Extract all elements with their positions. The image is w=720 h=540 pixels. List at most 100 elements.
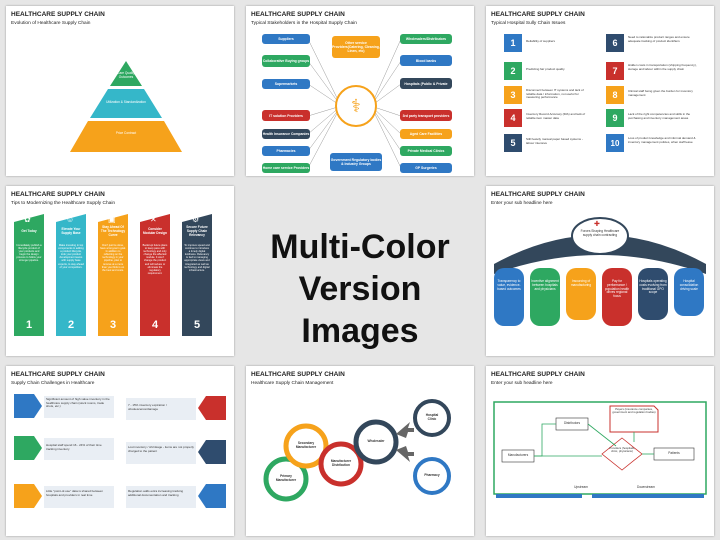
slide-management[interactable]: HEALTHCARE SUPPLY CHAIN Healthcare Suppl…: [246, 366, 474, 536]
stakeholder-connectors: ⚕: [307, 38, 402, 169]
force-finger-1: Transparency to value, evidence-based ou…: [497, 279, 521, 291]
stakeholder-top: Other service Providers(Catering, Cleani…: [332, 36, 380, 58]
slide-title: HEALTHCARE SUPPLY CHAIN: [11, 371, 105, 378]
challenges-arrows: [14, 394, 226, 508]
end-hospital-clinic: Hospital Clinic: [425, 413, 439, 421]
slide-challenges[interactable]: HEALTHCARE SUPPLY CHAIN Supply Chain Cha…: [6, 366, 234, 536]
tips-ribbons: [14, 214, 212, 336]
flow-providers: Providers (hospitals, clinic, physicians…: [609, 446, 635, 454]
forces-hub-text: Forces Shaping Healthcare supply chain c…: [580, 229, 620, 237]
sprout-icon: ✿: [24, 215, 31, 224]
challenge-item-1: Significant amount of high value invento…: [46, 397, 110, 409]
issue-text: Lack of the right competencies and skill…: [628, 112, 691, 120]
tip-heading: Elevate Your Supply Base: [61, 227, 81, 235]
flow-graphic: [493, 401, 707, 498]
tip-number: 1: [25, 319, 33, 331]
challenge-item-2: 7 - 15% inventory expiration / obsolesce…: [128, 403, 167, 411]
flow-upstream: Upstream: [574, 485, 588, 489]
stakeholder-left-1: Suppliers: [262, 34, 310, 44]
ring-secondary-manufacturer: Secondary Manufacturer: [295, 441, 317, 449]
stakeholder-left-4: IT solution Providers: [262, 110, 310, 121]
stakeholder-bottom: Government Regulatory bodies & Industry …: [330, 153, 382, 171]
slide-title: HEALTHCARE SUPPLY CHAIN: [491, 11, 585, 18]
slide-subtitle: Typical Hospital Sully Chain Issues: [491, 21, 566, 26]
slide-subtitle: Evolution of Healthcare Supply Chain: [11, 21, 91, 26]
issue-number: 7: [606, 62, 624, 80]
issue-number: 2: [504, 62, 522, 80]
slide-title: HEALTHCARE SUPPLY CHAIN: [11, 11, 105, 18]
end-pharmacy: Pharmacy: [424, 473, 440, 477]
pyramid-tier-2: Utilization & Standardization: [106, 100, 146, 104]
slide-subtitle: Supply Chain Challenges in Healthcare: [11, 381, 95, 386]
gears-icon: ⚙: [192, 215, 200, 224]
tip-number: 3: [109, 319, 117, 331]
pyramid-tier-1: Care Quality Outcomes: [117, 71, 135, 79]
tip-body: To improve speed and continue to introdu…: [184, 244, 210, 272]
challenge-item-6: Regulation adds extra increasing trackin…: [128, 489, 184, 497]
issue-number: 10: [606, 134, 624, 152]
force-finger-3: Insourcing of manufacturing: [570, 279, 592, 287]
slide-title: HEALTHCARE SUPPLY CHAIN: [491, 371, 585, 378]
slide-forces[interactable]: HEALTHCARE SUPPLY CHAIN Enter your sub h…: [486, 186, 714, 356]
challenge-item-4: Lost inventory / shrinkage - items are n…: [128, 445, 194, 453]
ring-primary-manufacturer: Primary Manufacturer: [275, 474, 297, 482]
slide-subtitle: Healthcare Supply Chain Management: [251, 381, 334, 386]
force-finger-6: Hospital consolidation driving scale: [679, 279, 699, 291]
slide-flow[interactable]: HEALTHCARE SUPPLY CHAIN Enter your sub h…: [486, 366, 714, 536]
slide-title: HEALTHCARE SUPPLY CHAIN: [251, 11, 345, 18]
stakeholder-left-3: Supermarkets: [262, 79, 310, 89]
stakeholder-right-2: Blood banks: [400, 55, 452, 66]
pyramid-tier-3: Price Contract: [115, 131, 137, 135]
slide-tips[interactable]: HEALTHCARE SUPPLY CHAIN Tips to Moderniz…: [6, 186, 234, 356]
stakeholder-left-6: Pharmacies: [262, 146, 310, 156]
medical-kit-icon: ✚: [594, 221, 600, 228]
flow-distributors: Distributors: [563, 421, 581, 425]
tip-heading: Secure Future Supply Chain Relevancy: [186, 225, 208, 237]
slide-subtitle: Typical Stakeholders in the Hospital Sup…: [251, 21, 357, 26]
tip-body: Don't just be done, have a long-term goa…: [100, 244, 126, 272]
stakeholder-right-7: GP Surgeries: [400, 163, 452, 173]
slide-stakeholders[interactable]: HEALTHCARE SUPPLY CHAIN Typical Stakehol…: [246, 6, 474, 176]
center-title-line-1: Multi-Color: [270, 228, 450, 266]
tip-number: 2: [67, 319, 75, 331]
people-icon: ☺: [66, 215, 75, 224]
stakeholder-left-2: Collaborative Buying groups: [262, 55, 310, 67]
tip-heading: Stay Ahead Of The Technology Curve: [100, 225, 126, 237]
issue-text: Loss of product knowledge and informal d…: [628, 136, 696, 144]
tip-body: Make investing in top components in addi…: [58, 244, 84, 269]
pyramid-graphic: [70, 61, 182, 152]
flow-manufacturers: Manufacturers: [507, 453, 529, 457]
tip-heading: Consider Modular Design: [143, 227, 167, 235]
ring-manufacturer-distribution: Manufacturer Distribution: [330, 459, 352, 467]
issue-text: Clinical staff being given the burden fo…: [628, 89, 693, 97]
issue-text: Still heavily manual paper based systems…: [526, 137, 583, 145]
ring-wholesaler: Wholesaler: [367, 439, 385, 443]
stakeholder-left-5: Health Insurance Companies: [262, 129, 310, 139]
force-finger-5: Hospitals operating costs evolving from …: [639, 279, 667, 295]
tip-heading: Get Today: [21, 229, 37, 233]
issue-text: Need to rationalize product ranges and e…: [628, 35, 690, 43]
slide-evolution[interactable]: HEALTHCARE SUPPLY CHAIN Evolution of Hea…: [6, 6, 234, 176]
flow-payers: Payers (insurance companies, government …: [612, 407, 656, 415]
force-finger-4: Pay for performance / population health …: [604, 279, 630, 299]
force-finger-2: Incentive alignment between hospitals an…: [531, 279, 559, 291]
forces-graphic: [494, 217, 706, 326]
flow-downstream: Downstream: [637, 485, 655, 489]
slide-subtitle: Enter your sub headline here: [491, 201, 553, 206]
tip-number: 4: [151, 319, 159, 331]
issue-text: Hidden costs in transportation (shipping…: [628, 63, 697, 71]
tip-body: Immediately publish a lifecycle product …: [16, 244, 42, 263]
slide-title: HEALTHCARE SUPPLY CHAIN: [251, 371, 345, 378]
chip-icon: ▣: [108, 215, 116, 224]
issue-text: Predicting fair product quality: [526, 67, 565, 71]
issue-text: Disconnect between IT systems and lack o…: [526, 88, 584, 100]
slide-subtitle: Enter your sub headline here: [491, 381, 553, 386]
issue-text: Reliability of suppliers: [526, 39, 556, 43]
slide-title: HEALTHCARE SUPPLY CHAIN: [491, 191, 585, 198]
stakeholder-right-5: Aged Care Facilities: [400, 129, 452, 139]
issue-number: 8: [606, 86, 624, 104]
slide-issues[interactable]: HEALTHCARE SUPPLY CHAIN Typical Hospital…: [486, 6, 714, 176]
center-title: Multi-Color Version Images: [240, 226, 480, 352]
issue-number: 1: [504, 34, 522, 52]
issue-number: 5: [504, 134, 522, 152]
